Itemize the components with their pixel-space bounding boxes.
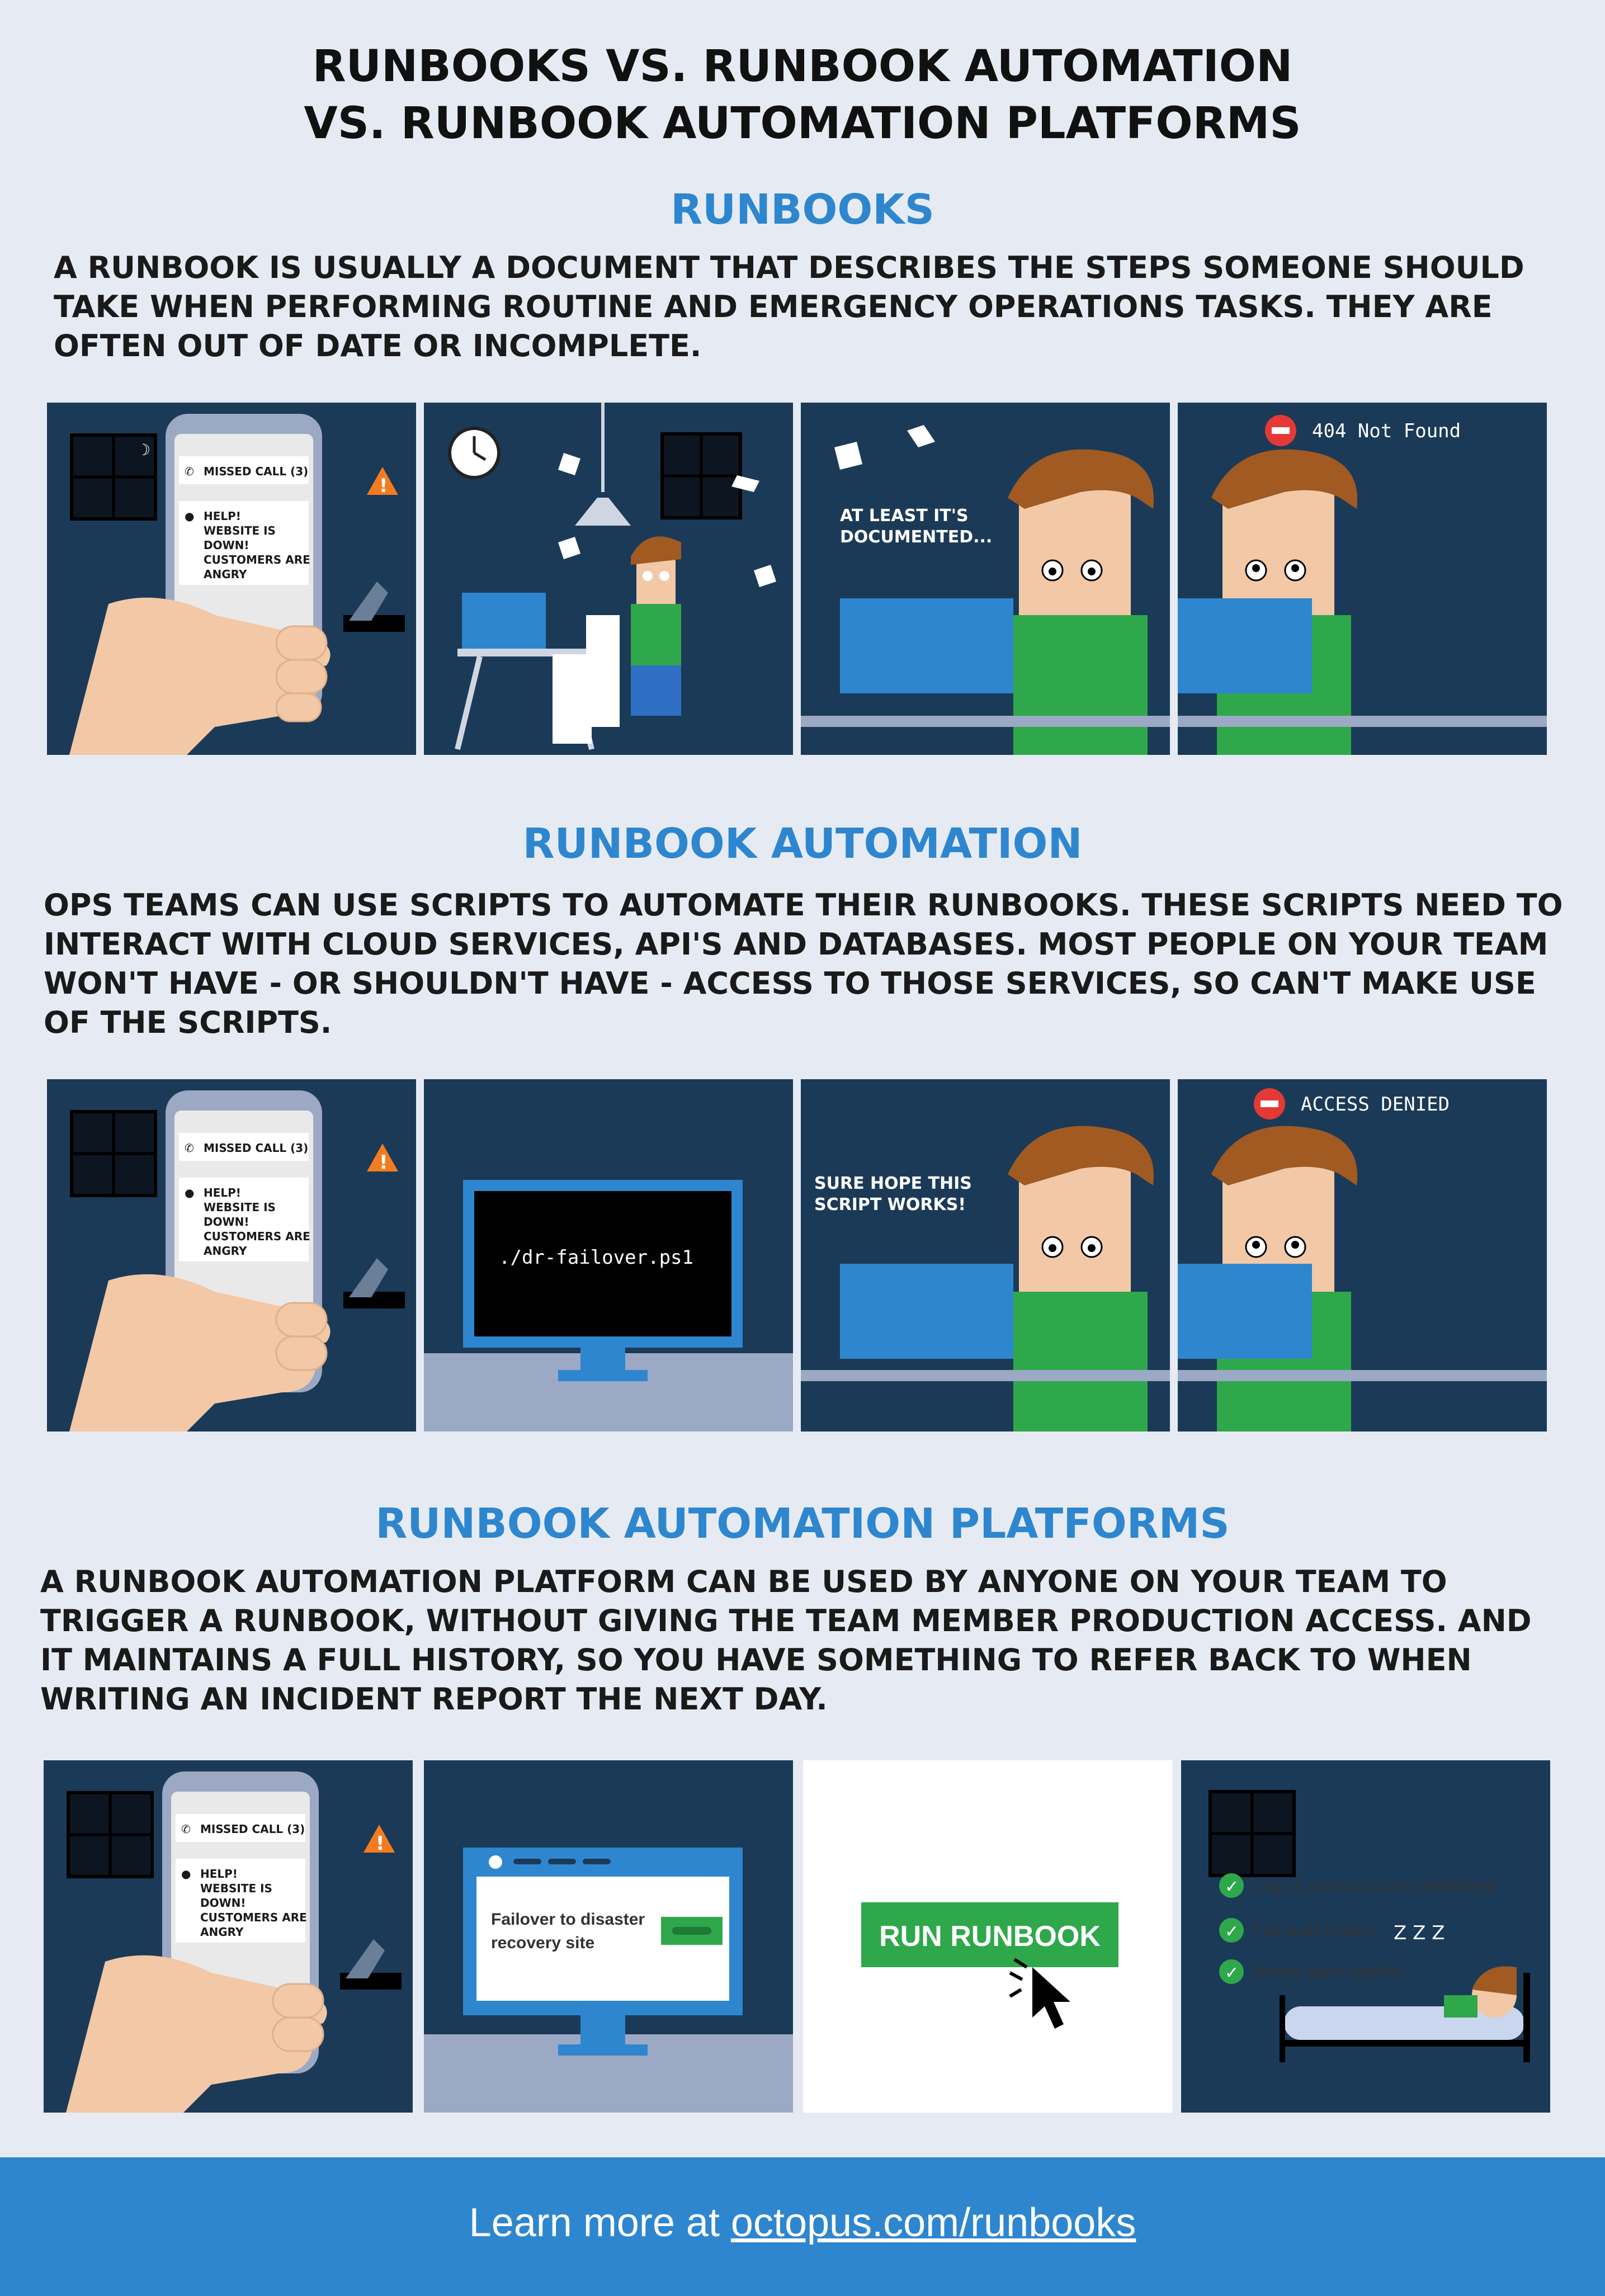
runbook-card-line2: recovery site xyxy=(491,1934,594,1952)
missed-call-text: MISSED CALL (3) xyxy=(204,1141,308,1155)
panel-hope: SURE HOPE THIS SCRIPT WORKS! xyxy=(801,1079,1170,1432)
phone-icon: ✆ xyxy=(185,1141,194,1155)
panel-documented: AT LEAST IT'S DOCUMENTED... xyxy=(801,403,1170,755)
section-text-runbooks: A RUNBOOK IS USUALLY A DOCUMENT THAT DES… xyxy=(54,250,1524,363)
footer-link[interactable]: octopus.com/runbooks xyxy=(730,2200,1136,2245)
msg-line2: WEBSITE IS xyxy=(204,524,276,537)
message-icon: ● xyxy=(181,1867,191,1881)
msg-line5: ANGRY xyxy=(200,1925,244,1939)
check-icon xyxy=(1219,1918,1244,1943)
section-text-platforms: A RUNBOOK AUTOMATION PLATFORM CAN BE USE… xyxy=(40,1564,1532,1717)
missed-call-text: MISSED CALL (3) xyxy=(204,465,308,478)
phone-scene-2: ✆ MISSED CALL (3) ● HELP! WEBSITE IS DOW… xyxy=(69,1090,405,1432)
svg-text:!: ! xyxy=(379,1151,388,1174)
check-item-1: ✓ Logs & previous runs centralized xyxy=(1219,1873,1496,1898)
msg-line1: HELP! xyxy=(200,1867,238,1881)
error-text: 404 Not Found xyxy=(1312,420,1461,442)
msg-line4: CUSTOMERS ARE xyxy=(200,1911,307,1924)
octopus-logo-icon xyxy=(489,1855,502,1869)
phone-scene: ☽ ✆ MISSED CALL (3) ● HELP! WEBSITE IS D… xyxy=(69,414,405,755)
speech-line2: SCRIPT WORKS! xyxy=(814,1195,966,1215)
main-title-line2: VS. RUNBOOK AUTOMATION PLATFORMS xyxy=(304,98,1301,149)
panel-run-button: RUN RUNBOOK xyxy=(803,1760,1172,2113)
check-item-3: ✓ Whole team visibility xyxy=(1219,1959,1405,1984)
main-title-line1: RUNBOOKS VS. RUNBOOK AUTOMATION xyxy=(312,41,1293,92)
panel-web-ui: Failover to disaster recovery site xyxy=(424,1760,793,2113)
check-item-2: ✓ Full audit history xyxy=(1219,1918,1375,1943)
cursor-icon xyxy=(1032,1967,1070,2029)
office-scene xyxy=(448,403,776,750)
warning-icon xyxy=(364,1825,395,1853)
svg-text:✓: ✓ xyxy=(1225,1877,1239,1897)
msg-line3: DOWN! xyxy=(204,538,249,552)
section-title-runbooks: RUNBOOKS xyxy=(671,186,934,234)
documented-scene: AT LEAST IT'S DOCUMENTED... xyxy=(801,425,1170,755)
svg-text:✓: ✓ xyxy=(1225,1922,1239,1941)
footer-text: Learn more at octopus.com/runbooks xyxy=(0,2200,1605,2246)
msg-line3: DOWN! xyxy=(204,1215,249,1229)
speech-line2: DOCUMENTED... xyxy=(840,527,992,547)
warning-icon xyxy=(367,467,398,495)
warning-icon xyxy=(367,1144,398,1171)
runbook-card-line1: Failover to disaster xyxy=(491,1910,645,1929)
error-scene: 404 Not Found xyxy=(1178,415,1547,755)
phone-scene-3: ✆ MISSED CALL (3) ● HELP! WEBSITE IS DOW… xyxy=(66,1771,402,2113)
footer-prefix: Learn more at xyxy=(469,2200,731,2245)
zzz-text: Z Z Z xyxy=(1394,1922,1445,1944)
web-ui-scene: Failover to disaster recovery site xyxy=(424,1848,793,2113)
check-icon xyxy=(1219,1873,1244,1898)
terminal-command: ./dr-failover.ps1 xyxy=(499,1246,693,1269)
panel-404: 404 Not Found xyxy=(1178,403,1547,755)
msg-line2: WEBSITE IS xyxy=(200,1882,272,1895)
msg-line1: HELP! xyxy=(204,509,241,523)
msg-line4: CUSTOMERS ARE xyxy=(204,1230,310,1243)
section-title-platforms: RUNBOOK AUTOMATION PLATFORMS xyxy=(375,1500,1230,1548)
speech-line1: AT LEAST IT'S xyxy=(840,506,969,526)
check-label-1: Logs & previous runs centralized xyxy=(1253,1877,1496,1895)
svg-text:✓: ✓ xyxy=(1225,1963,1239,1983)
section-title-automation: RUNBOOK AUTOMATION xyxy=(522,820,1083,868)
sleeping-scene: ✓ Logs & previous runs centralized ✓ Ful… xyxy=(1209,1790,1530,2062)
run-runbook-button[interactable] xyxy=(861,1902,1118,1967)
panel-terminal: ./dr-failover.ps1 xyxy=(424,1079,793,1432)
panel-access-denied: ACCESS DENIED xyxy=(1178,1079,1547,1432)
terminal-scene: ./dr-failover.ps1 xyxy=(424,1180,793,1432)
msg-line1: HELP! xyxy=(204,1186,241,1199)
panel-phone-call: ☽ ✆ MISSED CALL (3) ● HELP! WEBSITE IS D… xyxy=(47,403,416,755)
speech-line1: SURE HOPE THIS xyxy=(814,1174,972,1193)
panel-messy-office xyxy=(424,403,793,755)
check-label-3: Whole team visibility xyxy=(1253,1963,1405,1981)
missed-call-text: MISSED CALL (3) xyxy=(200,1822,305,1836)
run-button-scene: RUN RUNBOOK xyxy=(861,1902,1118,2029)
msg-line5: ANGRY xyxy=(204,568,247,581)
section-text-automation: OPS TEAMS CAN USE SCRIPTS TO AUTOMATE TH… xyxy=(44,887,1563,1040)
error-text: ACCESS DENIED xyxy=(1301,1093,1450,1116)
message-icon: ● xyxy=(185,1186,194,1199)
footer: Learn more at octopus.com/runbooks xyxy=(0,2157,1605,2296)
hope-scene: SURE HOPE THIS SCRIPT WORKS! xyxy=(801,1126,1170,1432)
phone-icon: ✆ xyxy=(185,465,194,478)
svg-text:!: ! xyxy=(376,1832,385,1855)
msg-line3: DOWN! xyxy=(200,1896,246,1910)
moon-icon: ☽ xyxy=(136,441,150,459)
main-title: RUNBOOKS VS. RUNBOOK AUTOMATION VS. RUNB… xyxy=(0,38,1605,152)
phone-icon: ✆ xyxy=(181,1822,191,1836)
msg-line2: WEBSITE IS xyxy=(204,1201,276,1214)
run-runbook-label: RUN RUNBOOK xyxy=(879,1920,1101,1953)
svg-text:!: ! xyxy=(379,475,388,497)
panel-sleeping: ✓ Logs & previous runs centralized ✓ Ful… xyxy=(1181,1760,1550,2113)
msg-line5: ANGRY xyxy=(204,1244,247,1258)
check-label-2: Full audit history xyxy=(1253,1921,1375,1940)
denied-scene: ACCESS DENIED xyxy=(1178,1088,1547,1432)
check-icon xyxy=(1219,1959,1244,1984)
message-icon: ● xyxy=(185,509,194,523)
msg-line4: CUSTOMERS ARE xyxy=(204,553,310,566)
panel-phone-call-3: ✆ MISSED CALL (3) ● HELP! WEBSITE IS DOW… xyxy=(44,1760,413,2113)
panel-phone-call-2: ✆ MISSED CALL (3) ● HELP! WEBSITE IS DOW… xyxy=(47,1079,416,1432)
ceiling-lamp xyxy=(575,498,631,526)
